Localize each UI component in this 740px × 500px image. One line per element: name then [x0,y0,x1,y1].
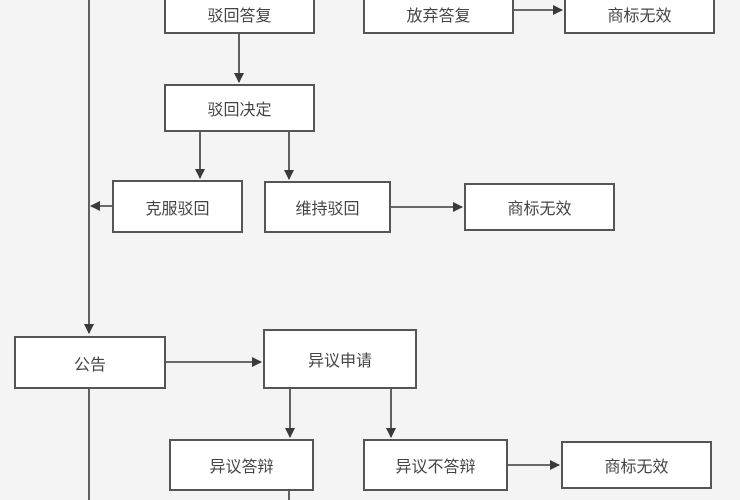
node-announcement: 公告 [14,336,166,389]
node-label: 商标无效 [604,457,669,476]
node-label: 维持驳回 [295,199,360,218]
node-opposition-no-reply: 异议不答辩 [363,439,508,491]
node-invalid-3: 商标无效 [561,441,712,489]
node-invalid-1: 商标无效 [564,0,715,34]
node-invalid-2: 商标无效 [464,183,615,231]
node-label: 公告 [73,354,106,374]
node-label: 克服驳回 [145,198,210,218]
node-label: 驳回决定 [207,100,272,119]
node-opposition-apply: 异议申请 [263,329,417,389]
node-label: 商标无效 [507,199,572,218]
node-label: 异议答辩 [209,457,274,476]
node-reject-reply: 驳回答复 [164,0,315,34]
node-abandon-reply: 放弃答复 [363,0,514,34]
node-label: 异议申请 [307,351,372,370]
node-label: 异议不答辩 [395,457,476,476]
node-maintain-reject: 维持驳回 [264,181,391,233]
node-label: 商标无效 [607,6,672,25]
node-opposition-reply: 异议答辩 [169,439,314,491]
node-overcome-reject: 克服驳回 [112,180,243,233]
node-reject-decision: 驳回决定 [164,84,315,132]
node-label: 放弃答复 [406,6,471,25]
node-label: 驳回答复 [207,6,272,25]
